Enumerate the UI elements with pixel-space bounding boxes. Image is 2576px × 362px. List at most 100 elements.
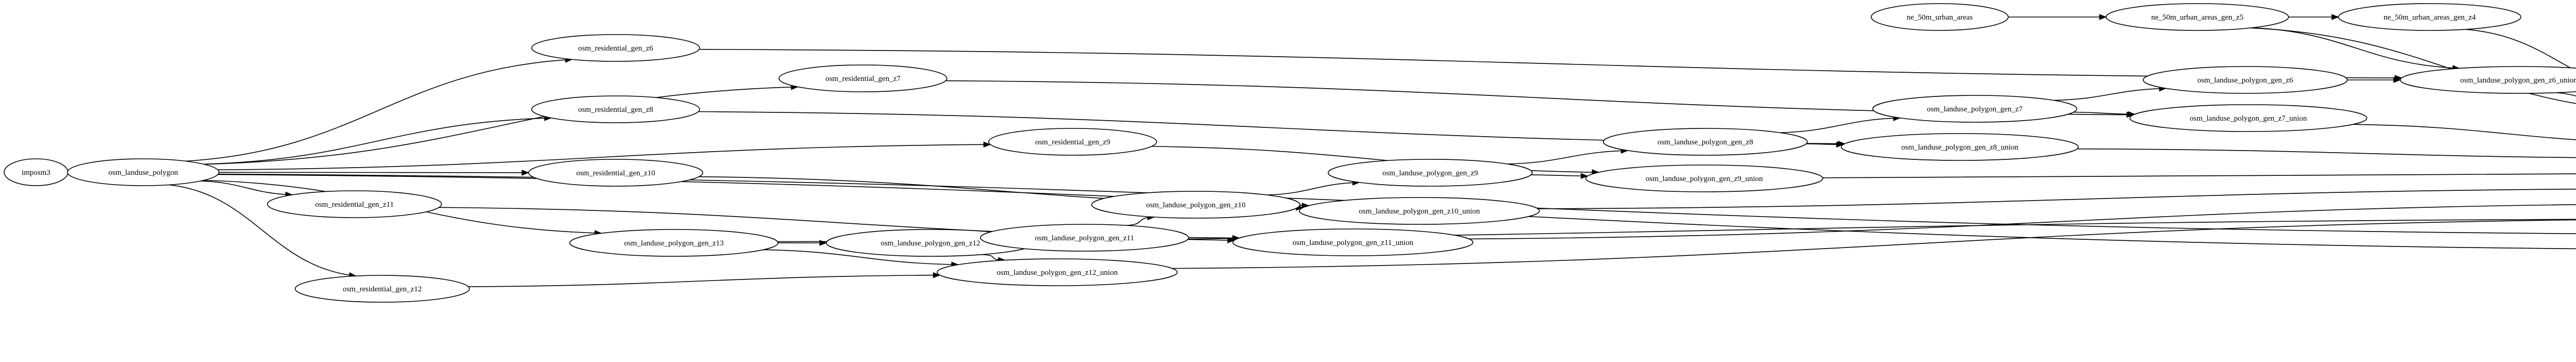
graph-edge — [204, 86, 798, 165]
graph-node-osm_landuse_polygon_gen_z13[interactable]: osm_landuse_polygon_gen_z13 — [569, 229, 778, 257]
graph-node-osm_residential_gen_z9[interactable]: osm_residential_gen_z9 — [988, 128, 1157, 156]
node-label: osm_residential_gen_z6 — [578, 44, 653, 53]
graph-edge — [217, 144, 991, 171]
nodes-layer: imposm3 osm_landuse_polygon osm_residentia… — [4, 3, 2576, 303]
graph-node-osm_residential_gen_z10[interactable]: osm_residential_gen_z10 — [528, 159, 703, 187]
node-ellipse[interactable] — [2400, 66, 2576, 94]
graph-node-ne_50m_urban_areas_gen_z4[interactable]: ne_50m_urban_areas_gen_z4 — [2338, 3, 2521, 31]
graph-edge — [2352, 124, 2576, 140]
node-label: osm_landuse_polygon_gen_z6 — [2197, 76, 2293, 85]
node-ellipse[interactable] — [2143, 66, 2348, 94]
node-ellipse[interactable] — [1603, 128, 1808, 156]
graph-node-osm_landuse_polygon_gen_z9[interactable]: osm_landuse_polygon_gen_z9 — [1328, 159, 1533, 187]
node-label: osm_landuse_polygon_gen_z11_union — [1293, 239, 1414, 247]
edge-arrowhead — [2099, 14, 2107, 20]
node-ellipse[interactable] — [988, 128, 1157, 156]
node-ellipse[interactable] — [2338, 3, 2521, 31]
node-ellipse[interactable] — [1841, 133, 2079, 161]
graph-edge — [2054, 88, 2166, 101]
graph-edge — [2073, 111, 2135, 115]
graph-node-osm_residential_gen_z8[interactable]: osm_residential_gen_z8 — [531, 95, 700, 123]
edge-arrowhead — [2331, 14, 2340, 20]
graph-node-osm_landuse_polygon_gen_z12_union[interactable]: osm_landuse_polygon_gen_z12_union — [937, 258, 1178, 286]
graph-edge — [468, 274, 940, 287]
graph-edge — [1507, 150, 1628, 164]
node-label: osm_landuse_polygon_gen_z11 — [1035, 234, 1134, 242]
graph-edge — [1538, 188, 2576, 209]
node-ellipse[interactable] — [778, 64, 947, 92]
node-label: osm_landuse_polygon_gen_z12 — [880, 239, 980, 248]
graph-node-osm_residential_gen_z12[interactable]: osm_residential_gen_z12 — [295, 275, 470, 303]
edge-arrowhead — [1227, 237, 1235, 243]
edge-arrowhead — [2393, 77, 2401, 83]
node-label: osm_residential_gen_z9 — [1035, 138, 1110, 146]
graph-node-osm_landuse_polygon_gen_z7[interactable]: osm_landuse_polygon_gen_z7 — [1872, 95, 2077, 123]
node-ellipse[interactable] — [528, 159, 703, 187]
node-label: osm_landuse_polygon_gen_z7_union — [2190, 114, 2307, 123]
node-ellipse[interactable] — [267, 190, 442, 218]
node-ellipse[interactable] — [1091, 191, 1300, 219]
node-ellipse[interactable] — [569, 229, 778, 257]
node-label: osm_landuse_polygon_gen_z8 — [1657, 138, 1753, 146]
graph-node-osm_landuse_polygon_gen_z6_union[interactable]: osm_landuse_polygon_gen_z6_union — [2400, 66, 2576, 94]
node-ellipse[interactable] — [1585, 164, 1823, 192]
graph-edge — [169, 184, 357, 277]
edge-arrowhead — [521, 170, 530, 176]
node-ellipse[interactable] — [2106, 3, 2289, 31]
graph-edge — [1531, 174, 1588, 177]
node-label: ne_50m_urban_areas_gen_z5 — [2151, 13, 2243, 22]
node-label: osm_landuse_polygon_gen_z6_union — [2460, 76, 2576, 85]
graph-node-osm_residential_gen_z11[interactable]: osm_residential_gen_z11 — [267, 190, 442, 218]
node-label: osm_residential_gen_z12 — [343, 285, 421, 293]
graph-edge — [2252, 27, 2460, 69]
node-ellipse[interactable] — [1328, 159, 1533, 187]
graph-node-osm_landuse_polygon_gen_z8[interactable]: osm_landuse_polygon_gen_z8 — [1603, 128, 1808, 156]
node-label: osm_landuse_polygon_gen_z7 — [1927, 105, 2023, 113]
node-ellipse[interactable] — [295, 275, 470, 303]
node-label: osm_landuse_polygon_gen_z10_union — [1359, 207, 1480, 216]
graph-node-osm_residential_gen_z6[interactable]: osm_residential_gen_z6 — [531, 34, 700, 62]
edge-arrowhead — [819, 240, 827, 246]
graph-node-osm_landuse_polygon_gen_z7_union[interactable]: osm_landuse_polygon_gen_z7_union — [2129, 104, 2367, 132]
node-ellipse[interactable] — [980, 224, 1189, 252]
graph-node-osm_residential_gen_z7[interactable]: osm_residential_gen_z7 — [778, 64, 947, 92]
graph-node-osm_landuse_polygon_gen_z8_union[interactable]: osm_landuse_polygon_gen_z8_union — [1841, 133, 2079, 161]
graph-node-ne_50m_urban_areas_gen_z5[interactable]: ne_50m_urban_areas_gen_z5 — [2106, 3, 2289, 31]
graph-edge — [2465, 29, 2576, 72]
edge-arrowhead — [933, 272, 941, 278]
graph-node-imposm3[interactable]: imposm3 — [4, 158, 69, 186]
node-ellipse[interactable] — [1871, 3, 2009, 31]
graph-edge — [2077, 148, 2576, 158]
graph-node-osm_landuse_polygon_gen_z9_union[interactable]: osm_landuse_polygon_gen_z9_union — [1585, 164, 1823, 192]
node-ellipse[interactable] — [1872, 95, 2077, 123]
graph-node-osm_landuse_polygon_gen_z6[interactable]: osm_landuse_polygon_gen_z6 — [2143, 66, 2348, 94]
graph-node-osm_landuse_polygon[interactable]: osm_landuse_polygon — [67, 158, 219, 186]
node-ellipse[interactable] — [2129, 104, 2367, 132]
node-label: osm_landuse_polygon_gen_z9 — [1382, 169, 1478, 177]
node-ellipse[interactable] — [67, 158, 219, 186]
node-ellipse[interactable] — [531, 95, 700, 123]
graph-node-ne_50m_urban_areas[interactable]: ne_50m_urban_areas — [1871, 3, 2009, 31]
graph-edge — [1172, 219, 2576, 269]
graph-edge — [185, 59, 572, 162]
node-ellipse[interactable] — [1299, 197, 1540, 225]
graph-node-osm_landuse_polygon_gen_z10_union[interactable]: osm_landuse_polygon_gen_z10_union — [1299, 197, 1540, 225]
node-label: osm_landuse_polygon — [109, 169, 178, 177]
graph-node-osm_landuse_polygon_gen_z11_union[interactable]: osm_landuse_polygon_gen_z11_union — [1232, 228, 1473, 256]
node-label: osm_residential_gen_z10 — [576, 169, 655, 177]
edge-arrowhead — [1836, 141, 1844, 148]
graph-edge — [1188, 239, 1234, 241]
node-label: ne_50m_urban_areas — [1907, 13, 1973, 22]
node-label: osm_landuse_polygon_gen_z13 — [624, 239, 723, 248]
node-ellipse[interactable] — [937, 258, 1178, 286]
node-ellipse[interactable] — [1232, 228, 1473, 256]
node-label: osm_landuse_polygon_gen_z10 — [1146, 201, 1245, 209]
graph-edge — [763, 249, 958, 266]
graph-edge — [204, 117, 551, 165]
graph-node-osm_landuse_polygon_gen_z11[interactable]: osm_landuse_polygon_gen_z11 — [980, 224, 1189, 252]
graph-node-osm_landuse_polygon_gen_z10[interactable]: osm_landuse_polygon_gen_z10 — [1091, 191, 1300, 219]
node-label: osm_landuse_polygon_gen_z9_union — [1646, 175, 1763, 183]
node-label: osm_landuse_polygon_gen_z12_union — [997, 269, 1118, 277]
node-ellipse[interactable] — [531, 34, 700, 62]
